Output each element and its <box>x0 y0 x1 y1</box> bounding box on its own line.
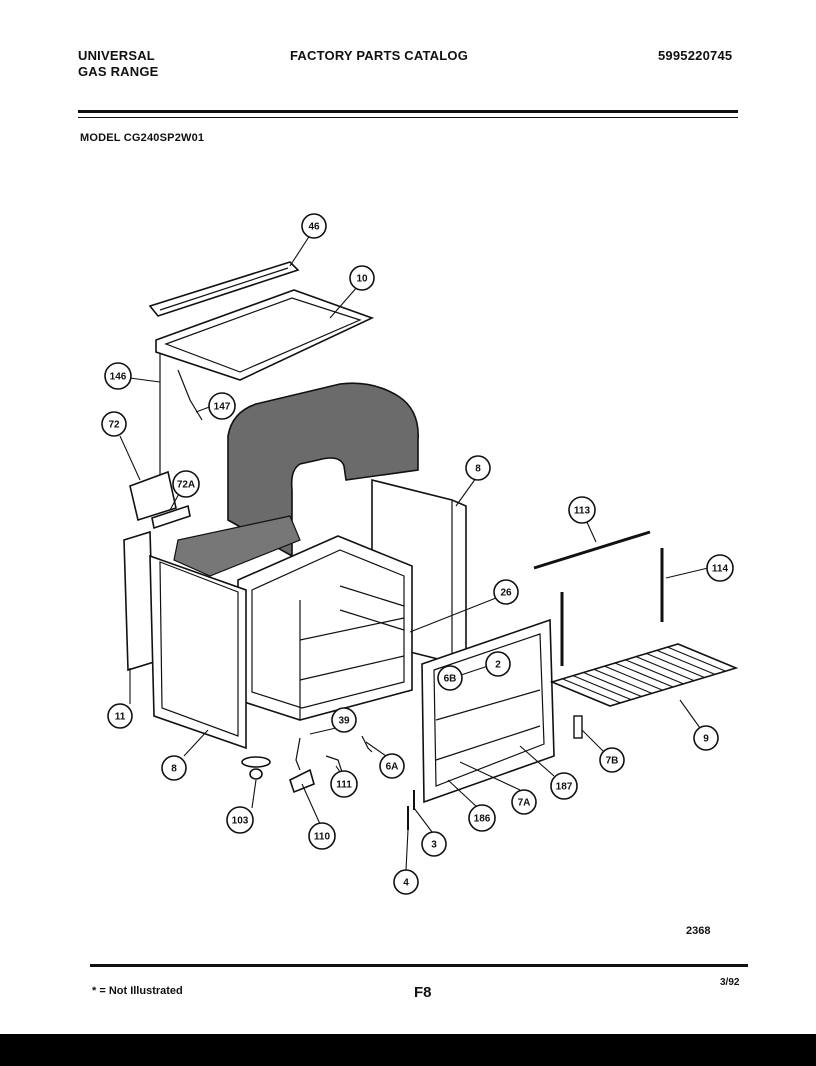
callout-label: 6A <box>386 762 399 773</box>
screw-part <box>407 790 415 830</box>
callout-label: 46 <box>308 222 320 233</box>
clip-part <box>573 715 583 739</box>
callout-label: 186 <box>474 814 491 825</box>
support-rod-part <box>159 354 170 481</box>
callout-110: 110 <box>308 822 336 850</box>
callout-186: 186 <box>468 804 496 832</box>
catalog-title: FACTORY PARTS CATALOG <box>290 48 469 63</box>
callout-7b: 7B <box>599 747 625 773</box>
callout-26: 26 <box>493 579 519 605</box>
leveling-leg-part <box>241 756 271 780</box>
callout-103: 103 <box>226 806 254 834</box>
callout-label: 26 <box>500 588 512 599</box>
brand-line-2: GAS RANGE <box>78 64 159 79</box>
callout-label: 39 <box>338 716 350 727</box>
catalog-page: UNIVERSAL GAS RANGE FACTORY PARTS CATALO… <box>78 48 748 1001</box>
callout-label: 6B <box>444 674 457 685</box>
callout-72: 72 <box>101 411 127 437</box>
rack-wire <box>646 652 705 679</box>
callout-label: 113 <box>574 506 591 517</box>
model-number: MODEL CG240SP2W01 <box>80 132 205 144</box>
rack-wire <box>562 678 621 704</box>
rack-rod-part <box>533 530 651 570</box>
callout-label: 103 <box>232 816 249 827</box>
vertical-rod-part <box>560 548 664 666</box>
rack-wire <box>572 675 632 701</box>
insulation-blanket-part <box>173 382 419 577</box>
bracket-part <box>129 470 191 530</box>
callout-111: 111 <box>330 770 358 798</box>
rack-wire <box>593 668 653 694</box>
callout-label: 187 <box>556 782 573 793</box>
callout-7a: 7A <box>511 789 537 815</box>
callout-113: 113 <box>568 496 596 524</box>
callout-label: 146 <box>110 372 127 383</box>
callout-label: 10 <box>356 274 368 285</box>
oven-body-part <box>237 535 413 721</box>
callout-4: 4 <box>393 869 419 895</box>
callout-label: 11 <box>115 712 126 723</box>
callout-label: 7B <box>606 756 619 767</box>
scan-border <box>0 1034 816 1066</box>
callout-label: 3 <box>431 840 437 851</box>
callout-label: 2 <box>495 660 501 671</box>
callout-8: 8 <box>161 755 187 781</box>
oven-rack-part <box>549 643 739 707</box>
callout-114: 114 <box>706 554 734 582</box>
left-side-panel-part <box>123 530 155 672</box>
front-side-panel-part <box>149 554 247 750</box>
callout-label: 8 <box>475 464 481 475</box>
callout-146: 146 <box>104 362 132 390</box>
catalog-part-number: 5995220745 <box>658 48 733 63</box>
callout-39: 39 <box>331 707 357 733</box>
rack-wire <box>667 646 726 672</box>
exploded-parts-diagram: 46 10 146 147 72 72A 8 113 114 26 2 6B 11 39 9 7B 8 6A 111… <box>101 213 739 895</box>
bracket-110-part <box>289 737 315 794</box>
callout-label: 72A <box>177 480 195 491</box>
revision-date: 3/92 <box>720 977 740 988</box>
callout-72a: 72A <box>172 470 200 498</box>
callout-8: 8 <box>465 455 491 481</box>
callout-9: 9 <box>693 725 719 751</box>
callout-11: 11 <box>107 703 133 729</box>
hinge-part <box>361 735 373 753</box>
callout-147: 147 <box>208 392 236 420</box>
footer-note: * = Not Illustrated <box>92 985 183 997</box>
callout-label: 8 <box>171 764 177 775</box>
callout-label: 7A <box>518 798 531 809</box>
callout-label: 110 <box>314 832 331 843</box>
callout-label: 9 <box>703 734 709 745</box>
wire-part <box>177 369 203 421</box>
brand-block: UNIVERSAL GAS RANGE <box>78 48 159 80</box>
callout-3: 3 <box>421 831 447 857</box>
rack-wire <box>635 656 695 682</box>
callout-10: 10 <box>349 265 375 291</box>
callout-label: 111 <box>336 780 352 791</box>
header-rule-bottom <box>78 117 738 118</box>
callout-6b: 6B <box>437 665 463 691</box>
rack-wire <box>604 665 663 691</box>
page-id: F8 <box>414 984 432 1001</box>
door-frame-part <box>421 618 555 804</box>
callout-label: 72 <box>108 420 120 431</box>
header-rule-top <box>78 110 738 113</box>
callout-label: 114 <box>712 564 729 575</box>
leader-lines <box>119 231 709 871</box>
brand-line-1: UNIVERSAL <box>78 48 155 63</box>
top-rail-part <box>148 261 300 317</box>
footer-rule <box>90 964 748 967</box>
callout-label: 4 <box>403 878 409 889</box>
callout-46: 46 <box>301 213 327 239</box>
rack-wire <box>614 662 674 688</box>
callout-label: 147 <box>214 402 231 413</box>
figure-number: 2368 <box>686 925 711 937</box>
cooktop-panel-part <box>155 289 375 381</box>
rack-wire <box>656 649 716 675</box>
rack-wire <box>625 659 684 685</box>
callout-6a: 6A <box>379 753 405 779</box>
rack-wire <box>583 671 642 698</box>
callout-187: 187 <box>550 772 578 800</box>
callout-2: 2 <box>485 651 511 677</box>
